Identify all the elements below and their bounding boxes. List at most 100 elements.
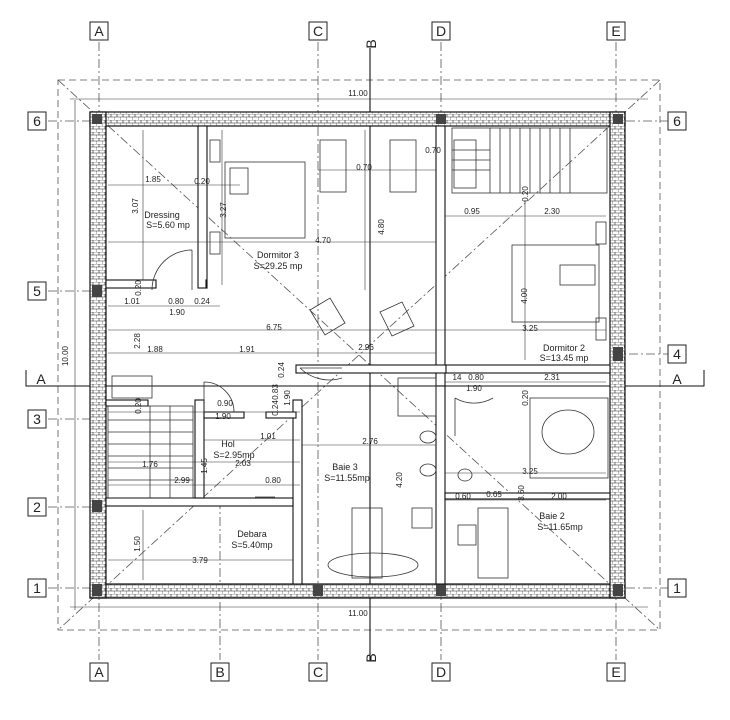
axis-label-B-bottom: B [215,664,224,680]
room-area-hol: S=2.95mp [213,450,254,460]
stairs-lower [107,405,194,499]
axis-label-D-top: D [436,23,446,39]
dim-label: 0.20 [134,280,143,296]
room-area-baie2: S=11.65mp [537,522,583,532]
axis-label-1-right: 1 [673,580,681,596]
room-name-hol: Hol [221,439,235,449]
axis-label-3-left: 3 [33,411,41,427]
axis-label-2-left: 2 [33,499,41,515]
overall-width-top: 11.00 [348,89,368,98]
dim-label: 1.90 [215,412,231,421]
overall-height: 10.00 [61,345,70,366]
dim-label: 2.31 [544,373,560,382]
dim-label: 0.60 [455,492,471,501]
dim-label: 3.27 [219,202,228,218]
axis-label-6-left: 6 [33,113,41,129]
axis-markers-right: 6 4 1 [667,111,687,598]
dim-label: 1.50 [133,536,142,552]
dim-label: 2.96 [358,343,374,352]
dim-label: 2.28 [133,333,142,349]
dim-label: 4.80 [377,219,386,235]
axis-label-D-bottom: D [436,664,446,680]
furniture [111,139,609,579]
dim-label: 0.24 [271,400,280,416]
room-area-dormitor3: S=29.25 mp [254,261,303,271]
section-mark-B-top: B [363,39,379,48]
dim-label: 2.00 [551,492,567,501]
dim-label: 1.90 [283,390,292,406]
room-area-dormitor2: S=13.45 mp [540,353,589,363]
dim-label: 0.20 [521,186,530,202]
axis-label-C-top: C [313,23,323,39]
doors [151,249,494,498]
interior-walls [105,125,611,585]
room-name-debara: Debara [237,529,267,539]
exterior-walls [89,111,626,599]
dim-label: 0.65 [486,490,502,499]
dim-label: 1.91 [239,345,255,354]
axis-markers-left: 6 5 3 2 1 [27,111,47,598]
dim-label: 3.79 [192,556,208,565]
dim-label: 4.20 [395,472,404,488]
overall-dimensions: 11.00 11.00 10.00 [61,89,648,618]
dim-label: 0.83 [271,384,280,400]
axis-label-1-left: 1 [33,580,41,596]
dim-label: 4.00 [520,288,529,304]
dim-label: 0.24 [194,297,210,306]
section-mark-A-left: A [36,371,46,387]
dim-label: 3.07 [131,198,140,214]
overall-width-bottom: 11.00 [348,609,368,618]
room-name-dormitor3: Dormitor 3 [257,250,299,260]
dim-label: 0.70 [356,163,372,172]
axis-label-E-top: E [611,23,620,39]
dim-label: 3.25 [522,467,538,476]
dim-label: 0.95 [464,207,480,216]
dim-label: 0.20 [134,398,143,414]
axis-markers-top: A C D E [89,21,626,41]
section-marks: B B A A [25,39,705,663]
dim-label: 3.60 [517,485,526,501]
dim-label: 4.70 [315,236,331,245]
dim-label: 1.01 [124,297,140,306]
axis-label-E-bottom: E [611,664,620,680]
axis-label-C-bottom: C [313,664,323,680]
dim-label: 6.75 [266,323,282,332]
dim-label: 1.85 [145,175,161,184]
dim-label: 2.30 [544,207,560,216]
dimension-texts: 1.85 0.20 3.07 3.27 0.70 0.70 4.80 4.70 … [124,146,567,565]
dim-label: 1.90 [169,308,185,317]
outer-dashed-boundary [57,79,661,631]
room-name-baie3: Baie 3 [332,462,358,472]
dim-label: 0.70 [425,146,441,155]
axis-label-A-bottom: A [94,664,104,680]
dim-label: 2.76 [362,437,378,446]
section-mark-B-bottom: B [363,653,379,662]
dim-label: 1.88 [147,345,163,354]
room-name-baie2: Baie 2 [539,511,565,521]
dim-label: 1.90 [466,384,482,393]
room-area-debara: S=5.40mp [231,540,272,550]
axis-label-6-right: 6 [673,113,681,129]
section-mark-A-right: A [672,371,682,387]
interior-dimension-lines [108,130,606,580]
dim-label: 0.20 [521,390,530,406]
dim-label: 2.03 [235,459,251,468]
dim-label: 3.25 [522,324,538,333]
room-name-dressing: Dressing [144,210,180,220]
dim-label: 1.01 [260,432,276,441]
room-area-dressing: S=5.60 mp [146,220,190,230]
dim-label: 0.80 [468,373,484,382]
dim-label: 0.20 [194,177,210,186]
dim-label: 0.80 [168,297,184,306]
room-name-dormitor2: Dormitor 2 [543,343,585,353]
dim-label: 14 [453,373,462,382]
stairs-upper [451,127,608,194]
dim-label: 0.24 [277,362,286,378]
axis-label-4-right: 4 [673,346,681,362]
axis-label-A-top: A [94,23,104,39]
room-labels: Dressing S=5.60 mp Dormitor 3 S=29.25 mp… [144,210,588,550]
dim-label: 1.76 [142,460,158,469]
room-area-baie3: S=11.55mp [324,473,370,483]
axis-markers-bottom: A B C D E [89,662,626,682]
